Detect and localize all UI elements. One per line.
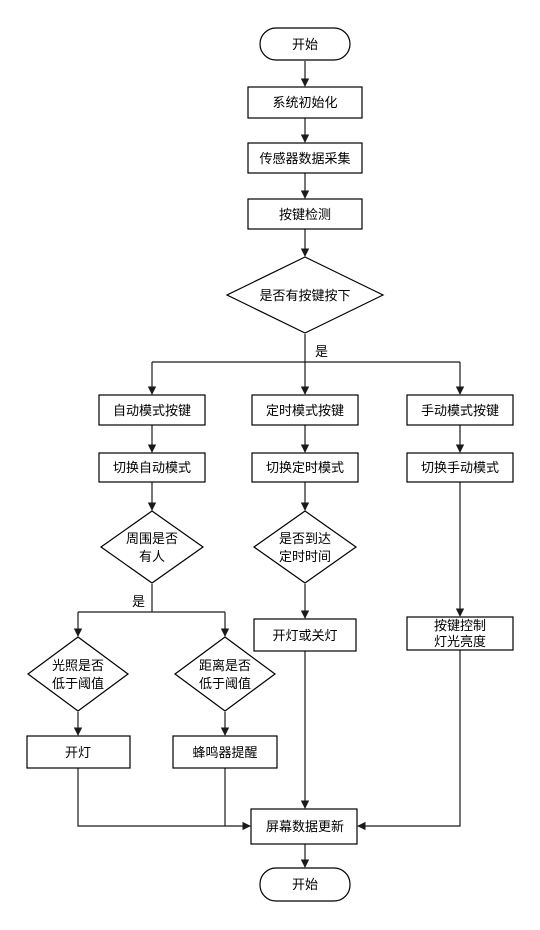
node-end-label: 开始: [292, 878, 318, 893]
edge-labels: 是 是: [132, 345, 328, 610]
node-buzzer-label: 蜂鸣器提醒: [192, 745, 257, 761]
node-key-detect: 按键检测: [247, 198, 363, 230]
terminal-shape: [259, 27, 351, 61]
node-start-label: 开始: [292, 38, 318, 53]
process-shape: [253, 618, 357, 652]
node-switch-manual: 切换手动模式: [406, 452, 514, 483]
process-shape: [251, 452, 359, 483]
node-light-label-line2: 低于阈值: [52, 676, 104, 692]
process-shape: [26, 735, 131, 769]
edges: [73, 61, 465, 868]
edge-label-yes-person: 是: [132, 595, 145, 610]
process-shape: [247, 198, 363, 230]
process-shape: [406, 452, 514, 483]
node-start: 开始: [259, 27, 351, 61]
node-lamp-on-label: 开灯: [65, 746, 91, 761]
node-init: 系统初始化: [247, 86, 363, 119]
node-key-detect-label: 按键检测: [279, 208, 331, 223]
edge-brightness-screen: [357, 650, 461, 831]
node-distance-question: 距离是否 低于阈值: [173, 636, 277, 712]
node-time-question: 是否到达 定时时间: [252, 510, 358, 584]
node-manual-key: 手动模式按键: [406, 394, 514, 426]
node-timer-key: 定时模式按键: [251, 394, 359, 426]
decision-shape: [99, 510, 205, 584]
node-switch-auto: 切换自动模式: [98, 452, 206, 483]
node-screen-update: 屏幕数据更新: [250, 808, 358, 845]
node-lamp-toggle: 开灯或关灯: [253, 618, 357, 652]
node-time-label-line1: 是否到达: [279, 532, 331, 547]
node-buzzer: 蜂鸣器提醒: [172, 735, 278, 769]
edge-lampon-screen: [77, 768, 251, 831]
node-person-label-line2: 有人: [139, 550, 165, 565]
process-shape: [406, 616, 514, 651]
node-key-brightness-line1: 按键控制: [434, 619, 486, 634]
node-time-label-line2: 定时时间: [279, 550, 331, 565]
node-distance-label-line2: 低于阈值: [199, 676, 251, 692]
node-switch-timer-label: 切换定时模式: [266, 461, 344, 476]
decision-shape: [252, 510, 358, 584]
node-sensor-label: 传感器数据采集: [259, 151, 350, 167]
node-key-pressed-question: 是否有按键按下: [225, 256, 385, 334]
process-shape: [250, 808, 358, 845]
node-init-label: 系统初始化: [272, 96, 337, 111]
process-shape: [247, 86, 363, 119]
node-key-brightness: 按键控制 灯光亮度: [406, 616, 514, 651]
process-shape: [406, 394, 514, 426]
node-switch-auto-label: 切换自动模式: [113, 461, 191, 476]
node-screen-update-label: 屏幕数据更新: [266, 819, 344, 835]
process-shape: [251, 394, 359, 426]
node-key-brightness-line2: 灯光亮度: [434, 634, 486, 650]
nodes: 开始 系统初始化 传感器数据采集 按键检测 是否有按键按下 自动模式按键: [26, 27, 514, 902]
node-manual-key-label: 手动模式按键: [421, 404, 499, 419]
process-shape: [98, 452, 206, 483]
node-auto-key: 自动模式按键: [98, 394, 206, 426]
node-person-label-line1: 周围是否: [126, 532, 178, 547]
node-light-question: 光照是否 低于阈值: [26, 636, 130, 712]
node-switch-timer: 切换定时模式: [251, 452, 359, 483]
node-sensor: 传感器数据采集: [247, 142, 363, 174]
edge-label-yes-key: 是: [315, 345, 328, 360]
process-shape: [98, 394, 206, 426]
terminal-shape: [259, 867, 351, 902]
node-end: 开始: [259, 867, 351, 902]
process-shape: [247, 142, 363, 174]
node-light-label-line1: 光照是否: [52, 659, 104, 674]
node-lamp-on: 开灯: [26, 735, 131, 769]
node-person-question: 周围是否 有人: [99, 510, 205, 584]
decision-shape: [225, 256, 385, 334]
node-lamp-toggle-label: 开灯或关灯: [272, 629, 337, 644]
decision-shape: [26, 636, 130, 712]
node-timer-key-label: 定时模式按键: [266, 404, 344, 419]
decision-shape: [173, 636, 277, 712]
node-distance-label-line1: 距离是否: [199, 658, 251, 674]
node-key-pressed-label: 是否有按键按下: [259, 289, 350, 304]
node-switch-manual-label: 切换手动模式: [421, 461, 499, 476]
process-shape: [172, 735, 278, 769]
node-auto-key-label: 自动模式按键: [113, 404, 191, 419]
